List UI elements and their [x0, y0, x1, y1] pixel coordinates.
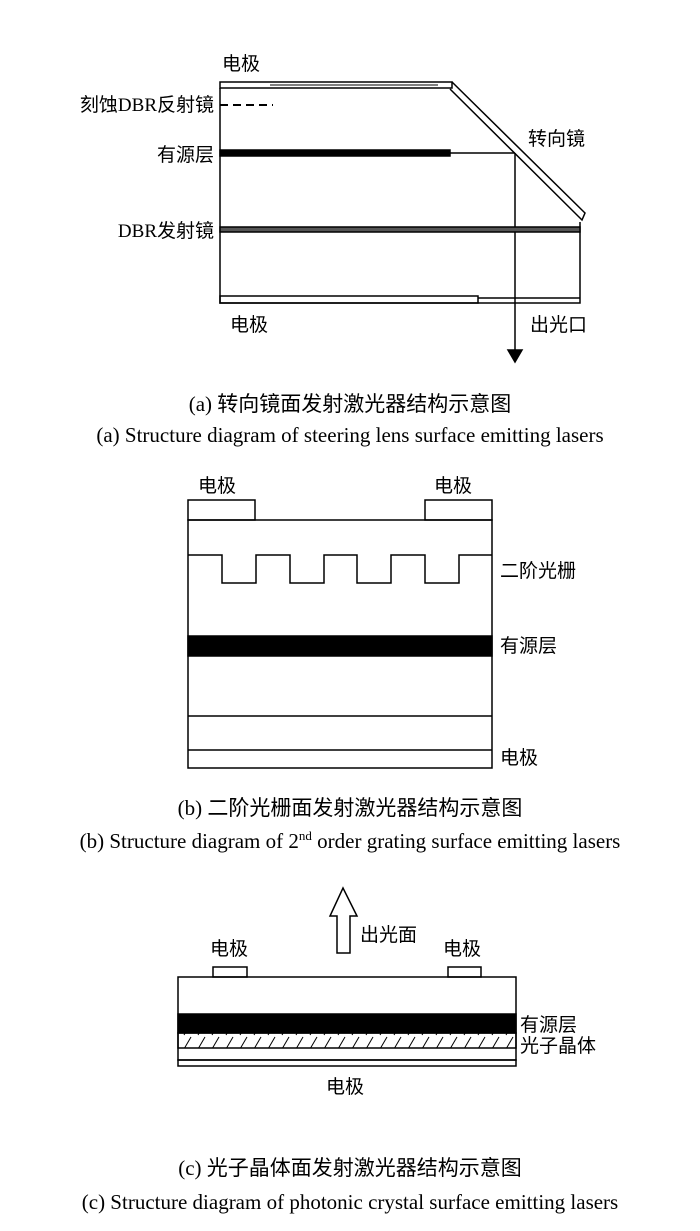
- caption-a-en: (a) Structure diagram of steering lens s…: [96, 423, 603, 447]
- label-dbr-mirror: DBR发射镜: [118, 220, 214, 242]
- label-active-layer: 有源层: [520, 1014, 577, 1036]
- steering-mirror: [449, 81, 586, 222]
- label-electrode-right: 电极: [443, 938, 481, 960]
- label-active-layer: 有源层: [500, 635, 557, 657]
- label-photonic-crystal: 光子晶体: [520, 1035, 596, 1057]
- label-bottom-electrode: 电极: [326, 1076, 364, 1098]
- label-electrode-left: 电极: [210, 938, 248, 960]
- labels-b: 电极 电极 二阶光栅 有源层 电极 (b) 二阶光栅面发射激光器结构示意图 (b…: [80, 475, 621, 853]
- caption-c-cn: (c) 光子晶体面发射激光器结构示意图: [178, 1156, 522, 1180]
- label-steering-mirror: 转向镜: [528, 128, 585, 150]
- label-bottom-electrode: 电极: [230, 314, 268, 336]
- active-layer: [187, 635, 493, 657]
- electrode-right: [424, 499, 493, 521]
- active-layer: [219, 149, 451, 157]
- device-body-outline: [219, 88, 581, 304]
- electrode-left: [212, 966, 248, 978]
- diagram-b: [187, 499, 493, 769]
- diagram-c: [177, 886, 517, 1067]
- label-emission-surface: 出光面: [360, 924, 417, 946]
- second-order-grating: [188, 554, 492, 584]
- photonic-crystal-layer: [177, 1032, 517, 1049]
- electrode-left: [187, 499, 256, 521]
- active-layer: [177, 1013, 517, 1034]
- label-top-electrode: 电极: [222, 53, 260, 75]
- output-arrow-head: [506, 349, 524, 364]
- electrode-right: [447, 966, 482, 978]
- label-active-layer: 有源层: [157, 144, 214, 166]
- label-output: 出光口: [530, 314, 587, 336]
- caption-c-en: (c) Structure diagram of photonic crysta…: [82, 1190, 618, 1214]
- label-bottom-electrode: 电极: [500, 747, 538, 769]
- diagram-a: [219, 81, 586, 364]
- emission-arrow: [328, 886, 359, 954]
- dbr-mirror: [219, 226, 581, 233]
- label-electrode-right: 电极: [434, 475, 472, 497]
- label-electrode-left: 电极: [198, 475, 236, 497]
- caption-a-cn: (a) 转向镜面发射激光器结构示意图: [189, 392, 512, 416]
- bottom-electrode: [177, 1059, 517, 1067]
- labels-a: 电极 刻蚀DBR反射镜 有源层 DBR发射镜 转向镜 电极 出光口 (a) 转向…: [80, 53, 604, 447]
- bottom-electrode: [219, 295, 479, 304]
- caption-b-en: (b) Structure diagram of 2nd order grati…: [80, 828, 621, 853]
- top-electrode: [219, 81, 453, 89]
- labels-c: 电极 出光面 电极 有源层 光子晶体 电极 (c) 光子晶体面发射激光器结构示意…: [82, 924, 618, 1214]
- caption-b-cn: (b) 二阶光栅面发射激光器结构示意图: [178, 796, 523, 820]
- label-etched-dbr: 刻蚀DBR反射镜: [80, 94, 214, 116]
- label-grating: 二阶光栅: [500, 560, 576, 582]
